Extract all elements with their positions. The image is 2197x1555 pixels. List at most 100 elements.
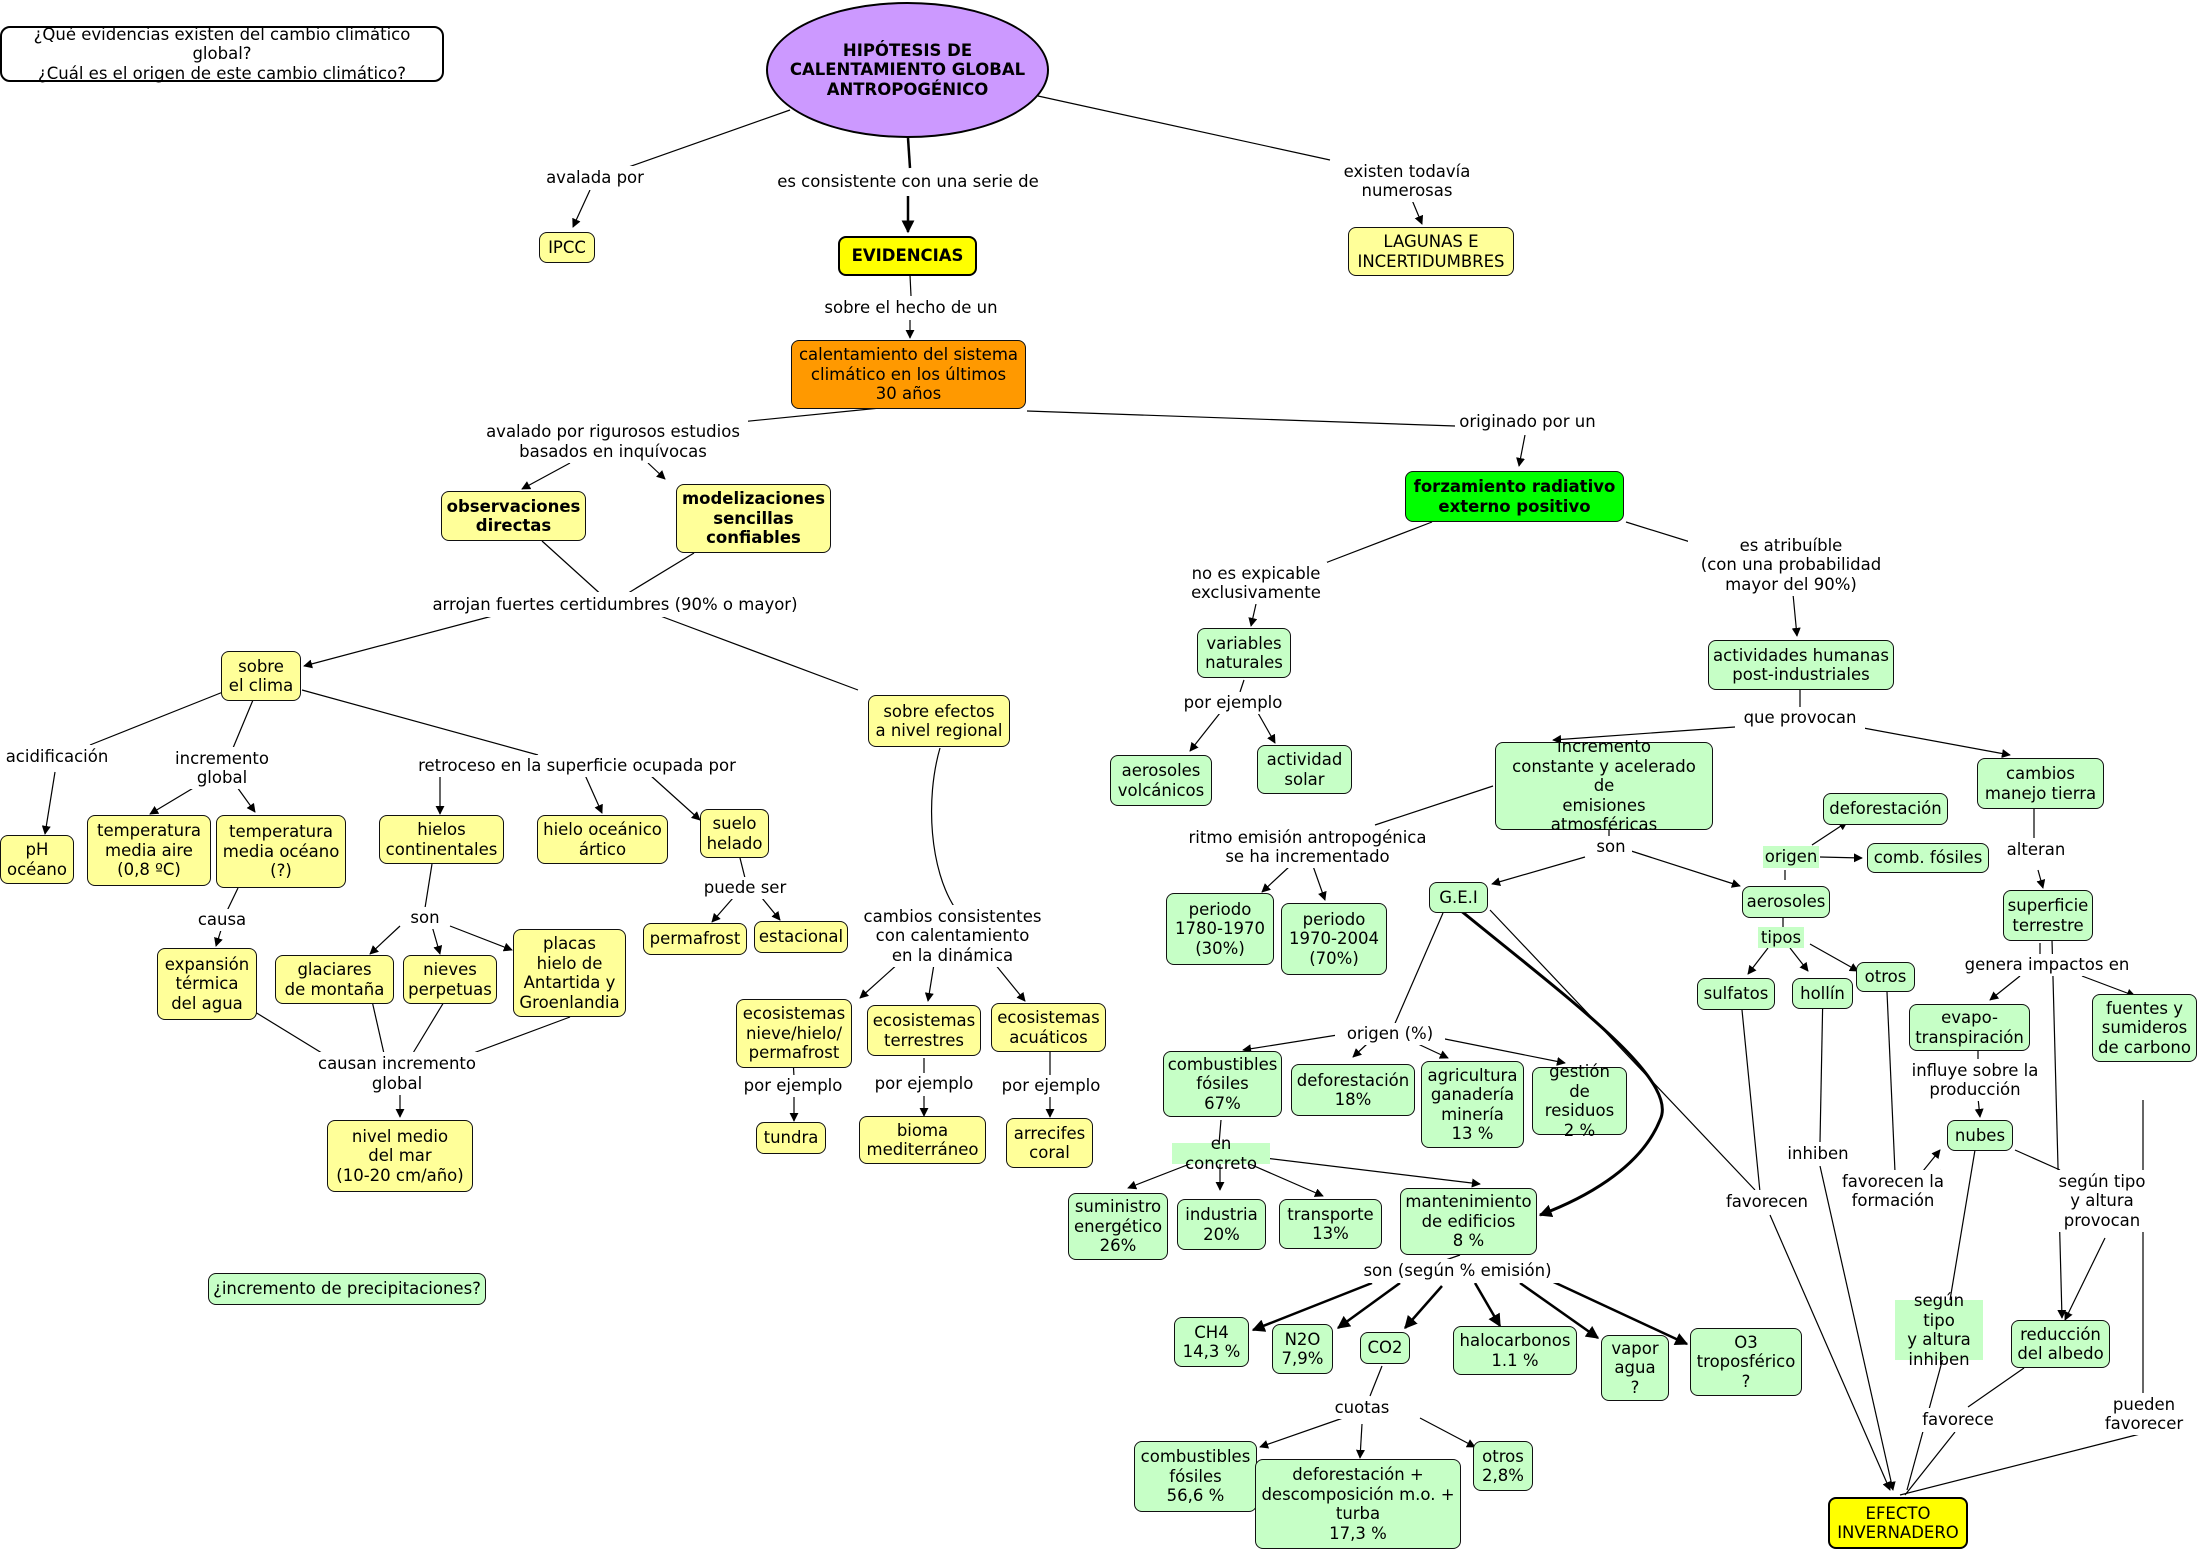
aerosoles-node[interactable]: aerosoles <box>1742 886 1830 918</box>
label-existen-todavia: existen todavía numerosas <box>1332 160 1482 202</box>
comb-fosiles-origen-node[interactable]: comb. fósiles <box>1867 843 1989 873</box>
label-son-segun-emision: son (según % emisión) <box>1355 1259 1560 1283</box>
label-segun-tipo-provocan: según tipo y altura provocan <box>2052 1170 2152 1232</box>
label-causan-incremento: causan incremento global <box>312 1052 482 1095</box>
efecto-invernadero-node[interactable]: EFECTO INVERNADERO <box>1828 1497 1968 1549</box>
nieves-perpetuas-node[interactable]: nieves perpetuas <box>403 955 497 1004</box>
sobre-clima-node[interactable]: sobre el clima <box>221 651 301 701</box>
label-cambios-consistentes: cambios consistentes con calentamiento e… <box>860 905 1045 967</box>
ch4-node[interactable]: CH4 14,3 % <box>1174 1317 1249 1367</box>
fuentes-sumideros-node[interactable]: fuentes y sumideros de carbono <box>2092 994 2197 1062</box>
incremento-emisiones-node[interactable]: incremento constante y acelerado de emis… <box>1495 737 1713 834</box>
vapor-agua-node[interactable]: vapor agua ? <box>1601 1335 1669 1401</box>
deforestacion-descomposicion-node[interactable]: deforestación + descomposición m.o. + tu… <box>1255 1459 1461 1549</box>
label-favorecen: favorecen <box>1722 1190 1812 1214</box>
hollin-node[interactable]: hollín <box>1792 978 1853 1009</box>
label-origen-aerosoles: origen <box>1763 846 1819 868</box>
label-alteran: alteran <box>2002 839 2070 861</box>
label-por-ejemplo-bioma: por ejemplo <box>869 1073 979 1095</box>
tundra-node[interactable]: tundra <box>756 1122 826 1154</box>
cambios-manejo-tierra-node[interactable]: cambios manejo tierra <box>1977 758 2104 809</box>
co2-node[interactable]: CO2 <box>1360 1332 1410 1364</box>
nubes-node[interactable]: nubes <box>1947 1120 2013 1151</box>
aerosoles-volcanicos-node[interactable]: aerosoles volcánicos <box>1110 755 1212 806</box>
modelizaciones-node[interactable]: modelizaciones sencillas confiables <box>676 484 831 553</box>
label-arrojan: arrojan fuertes certidumbres (90% o mayo… <box>430 592 800 617</box>
label-acidificacion: acidificación <box>0 745 114 769</box>
temperatura-aire-node[interactable]: temperatura media aire (0,8 ºC) <box>87 815 211 886</box>
label-son: son <box>402 907 448 929</box>
label-por-ejemplo-variables: por ejemplo <box>1178 692 1288 714</box>
sobre-efectos-node[interactable]: sobre efectos a nivel regional <box>868 695 1010 747</box>
placas-hielo-node[interactable]: placas hielo de Antartida y Groenlandia <box>513 929 626 1017</box>
o3-troposferico-node[interactable]: O3 troposférico ? <box>1690 1328 1802 1396</box>
mantenimiento-edificios-node[interactable]: mantenimiento de edificios 8 % <box>1400 1188 1537 1255</box>
label-es-consistente: es consistente con una serie de <box>773 170 1043 194</box>
sulfatos-node[interactable]: sulfatos <box>1697 978 1775 1010</box>
label-en-concreto: en concreto <box>1172 1134 1270 1173</box>
hielos-continentales-node[interactable]: hielos continentales <box>379 815 504 864</box>
expansion-termica-node[interactable]: expansión térmica del agua <box>157 948 257 1020</box>
label-atribuible: es atribuíble (con una probabilidad mayo… <box>1688 534 1894 596</box>
periodo-1970-node[interactable]: periodo 1970-2004 (70%) <box>1281 903 1387 975</box>
transporte-node[interactable]: transporte 13% <box>1279 1199 1382 1249</box>
actividad-solar-node[interactable]: actividad solar <box>1257 745 1352 794</box>
label-por-ejemplo-tundra: por ejemplo <box>738 1075 848 1097</box>
temperatura-oceano-node[interactable]: temperatura media océano (?) <box>216 815 346 888</box>
ecosistemas-nieve-node[interactable]: ecosistemas nieve/hielo/ permafrost <box>736 999 852 1068</box>
periodo-1780-node[interactable]: periodo 1780-1970 (30%) <box>1166 893 1274 965</box>
label-inhiben: inhiben <box>1783 1142 1853 1166</box>
calentamiento-node[interactable]: calentamiento del sistema climático en l… <box>791 340 1026 409</box>
n2o-node[interactable]: N2O 7,9% <box>1272 1324 1333 1374</box>
question-box: ¿Qué evidencias existen del cambio climá… <box>0 25 444 83</box>
label-incremento-global: incremento global <box>169 747 275 789</box>
label-favorecen-formacion: favorecen la formación <box>1838 1170 1948 1212</box>
nivel-mar-node[interactable]: nivel medio del mar (10-20 cm/año) <box>327 1120 473 1192</box>
deforestacion-18-node[interactable]: deforestación 18% <box>1291 1064 1415 1116</box>
permafrost-node[interactable]: permafrost <box>643 923 747 955</box>
gei-node[interactable]: G.E.I <box>1429 882 1488 913</box>
hypothesis-node[interactable]: HIPÓTESIS DE CALENTAMIENTO GLOBAL ANTROP… <box>766 2 1049 138</box>
estacional-node[interactable]: estacional <box>754 921 848 953</box>
otros-aerosoles-node[interactable]: otros <box>1856 962 1915 992</box>
suelo-helado-node[interactable]: suelo helado <box>700 809 769 858</box>
combustibles-fosiles-56-node[interactable]: combustibles fósiles 56,6 % <box>1134 1441 1257 1512</box>
ecosistemas-acuaticos-node[interactable]: ecosistemas acuáticos <box>991 1003 1106 1052</box>
variables-naturales-node[interactable]: variables naturales <box>1197 628 1291 678</box>
otros-2-8-node[interactable]: otros 2,8% <box>1473 1441 1533 1491</box>
label-por-ejemplo-arrecifes: por ejemplo <box>996 1075 1106 1097</box>
evidencias-node[interactable]: EVIDENCIAS <box>838 236 977 276</box>
label-originado-por: originado por un <box>1455 409 1600 435</box>
precipitaciones-node[interactable]: ¿incremento de precipitaciones? <box>208 1273 486 1305</box>
industria-node[interactable]: industria 20% <box>1177 1199 1266 1250</box>
deforestacion-origen-node[interactable]: deforestación <box>1823 793 1948 825</box>
label-causa: causa <box>194 909 250 931</box>
gestion-residuos-node[interactable]: gestión de residuos 2 % <box>1532 1062 1627 1140</box>
actividades-humanas-node[interactable]: actividades humanas post-industriales <box>1708 640 1894 690</box>
label-cuotas: cuotas <box>1327 1397 1397 1419</box>
combustibles-fosiles-67-node[interactable]: combustibles fósiles 67% <box>1163 1051 1282 1117</box>
evapotranspiracion-node[interactable]: evapo- transpiración <box>1909 1004 2030 1051</box>
forzamiento-node[interactable]: forzamiento radiativo externo positivo <box>1405 471 1624 522</box>
label-origen-porcentaje: origen (%) <box>1335 1023 1445 1045</box>
lagunas-node[interactable]: LAGUNAS E INCERTIDUMBRES <box>1348 227 1514 276</box>
label-influye-sobre: influye sobre la producción <box>1900 1059 2050 1101</box>
observaciones-node[interactable]: observaciones directas <box>441 491 586 541</box>
ipcc-node[interactable]: IPCC <box>539 232 595 263</box>
agricultura-node[interactable]: agricultura ganadería minería 13 % <box>1421 1061 1524 1148</box>
suministro-energetico-node[interactable]: suministro energético 26% <box>1068 1193 1168 1260</box>
label-genera-impactos: genera impactos en <box>1962 954 2132 976</box>
arrecifes-coral-node[interactable]: arrecifes coral <box>1006 1118 1093 1168</box>
bioma-mediterraneo-node[interactable]: bioma mediterráneo <box>859 1116 986 1164</box>
hielo-oceanico-node[interactable]: hielo oceánico ártico <box>537 815 668 864</box>
halocarbonos-node[interactable]: halocarbonos 1.1 % <box>1453 1326 1577 1375</box>
label-no-explicable: no es expicable exclusivamente <box>1185 562 1327 604</box>
ph-oceano-node[interactable]: pH océano <box>0 835 74 884</box>
reduccion-albedo-node[interactable]: reducción del albedo <box>2011 1320 2110 1368</box>
label-avalado-por: avalado por rigurosos estudios basados e… <box>478 420 748 463</box>
glaciares-node[interactable]: glaciares de montaña <box>275 955 394 1004</box>
superficie-terrestre-node[interactable]: superficie terrestre <box>2003 890 2093 941</box>
ecosistemas-terrestres-node[interactable]: ecosistemas terrestres <box>867 1005 981 1056</box>
label-puede-ser: puede ser <box>700 877 790 899</box>
